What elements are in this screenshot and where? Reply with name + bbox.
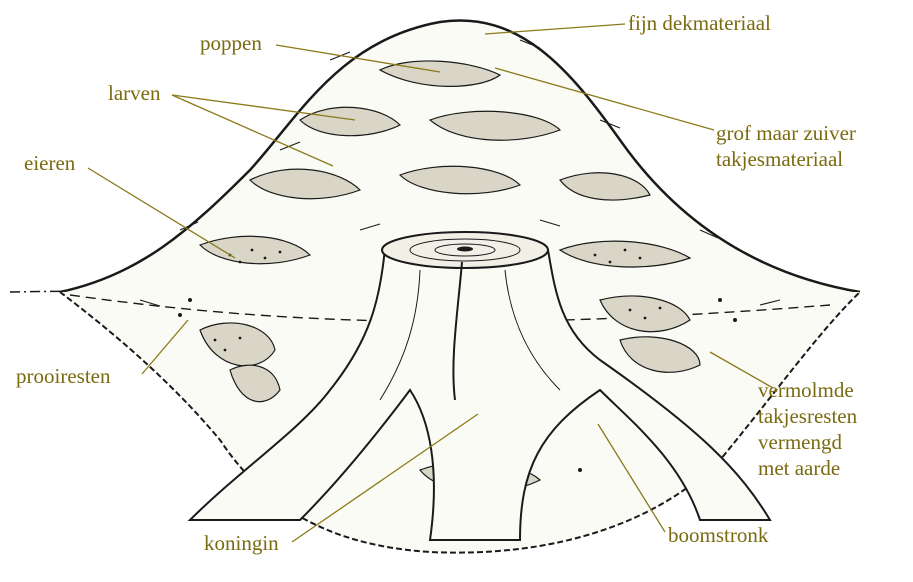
label-fijn-dekmateriaal-text: fijn dekmateriaal — [628, 10, 771, 36]
label-poppen: poppen — [200, 30, 262, 56]
label-prooiresten: prooiresten — [16, 363, 110, 389]
label-vermolmde-line-2: takjesresten — [758, 403, 857, 429]
label-vermolmde-takjesresten: vermolmde takjesresten vermengd met aard… — [758, 377, 857, 481]
label-grof-takjesmateriaal: grof maar zuiver takjesmateriaal — [716, 120, 856, 172]
label-eieren: eieren — [24, 150, 75, 176]
label-grof-line-2: takjesmateriaal — [716, 146, 856, 172]
label-vermolmde-line-4: met aarde — [758, 455, 857, 481]
label-grof-line-1: grof maar zuiver — [716, 120, 856, 146]
label-vermolmde-line-1: vermolmde — [758, 377, 857, 403]
label-koningin-text: koningin — [204, 530, 279, 556]
label-larven-text: larven — [108, 80, 160, 106]
label-larven: larven — [108, 80, 160, 106]
label-prooiresten-text: prooiresten — [16, 363, 110, 389]
label-vermolmde-line-3: vermengd — [758, 429, 857, 455]
label-boomstronk-text: boomstronk — [668, 522, 768, 548]
label-eieren-text: eieren — [24, 150, 75, 176]
label-koningin: koningin — [204, 530, 279, 556]
label-fijn-dekmateriaal: fijn dekmateriaal — [628, 10, 771, 36]
label-boomstronk: boomstronk — [668, 522, 768, 548]
label-poppen-text: poppen — [200, 30, 262, 56]
